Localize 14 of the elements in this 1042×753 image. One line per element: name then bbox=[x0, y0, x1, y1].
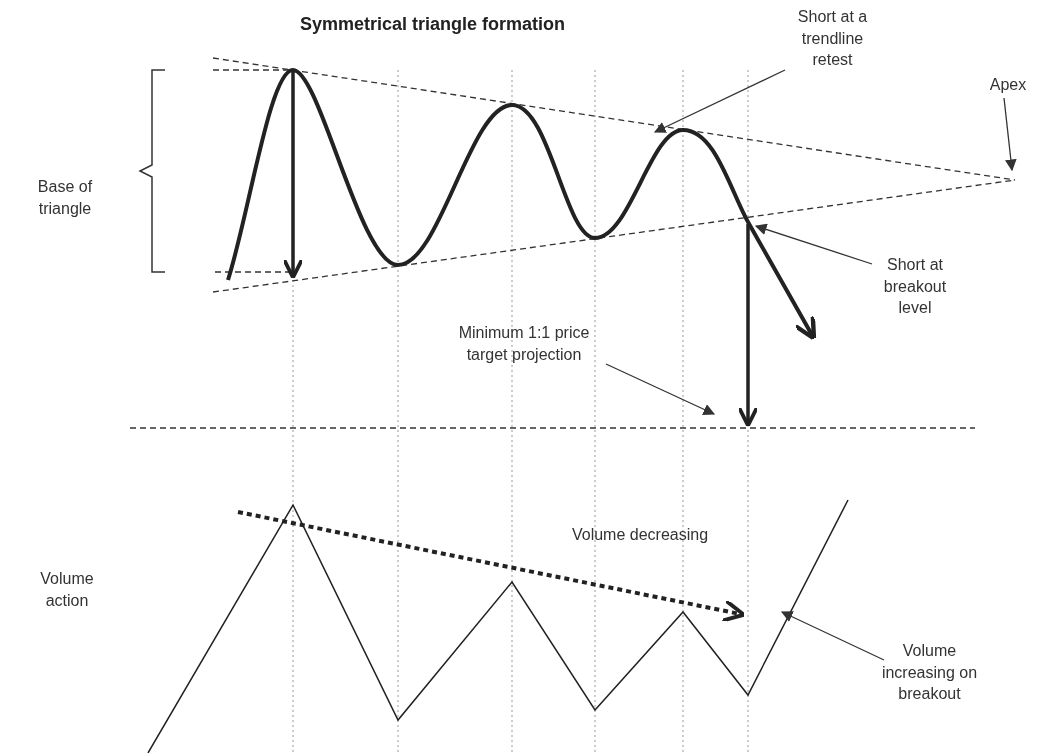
annotation-label: Base of triangle bbox=[36, 177, 94, 219]
diagram-title: Symmetrical triangle formation bbox=[300, 14, 566, 35]
callout-text: Volume increasing on breakout bbox=[872, 640, 987, 705]
callout-text: Short at a trendline retest bbox=[785, 6, 880, 71]
callout-text: Minimum 1:1 price target projection bbox=[440, 322, 608, 366]
callout-text: Short at breakout level bbox=[870, 254, 960, 319]
callout-text: Apex bbox=[978, 74, 1038, 96]
leader-line bbox=[780, 611, 885, 661]
annotation-label: Volume decreasing bbox=[570, 525, 710, 545]
annotation-label: Volume action bbox=[39, 569, 95, 611]
leader-line bbox=[605, 363, 716, 415]
leader-line bbox=[754, 223, 873, 265]
leader-line bbox=[653, 69, 786, 133]
leader-line bbox=[1003, 97, 1017, 172]
